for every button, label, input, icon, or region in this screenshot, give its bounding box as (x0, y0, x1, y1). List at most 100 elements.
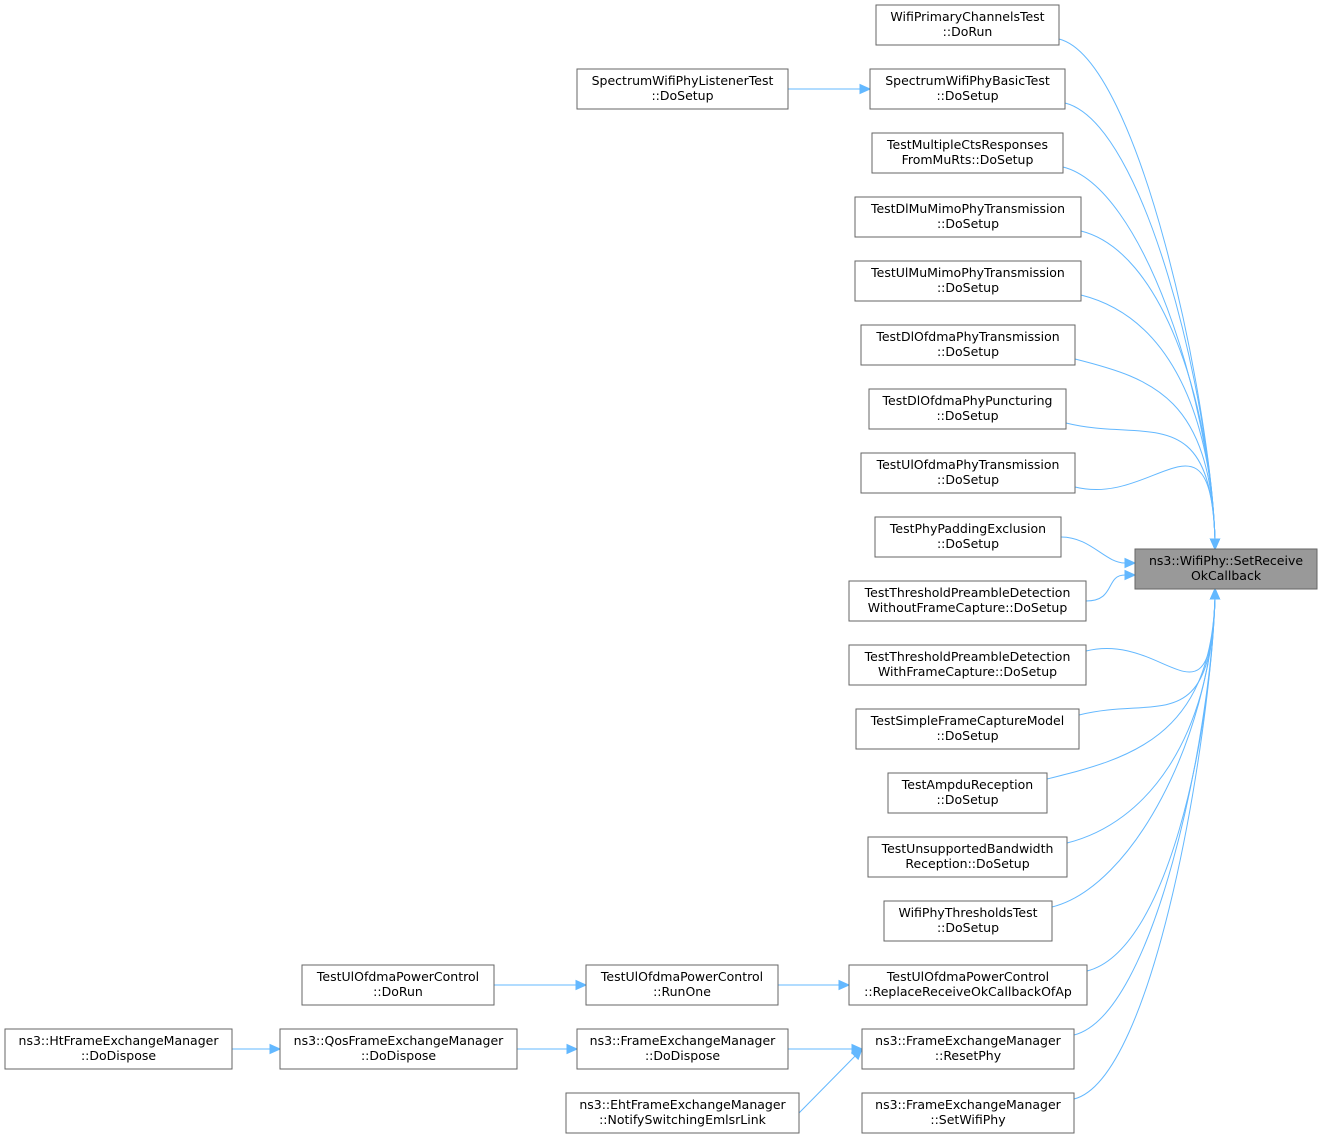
node-specBasic[interactable]: SpectrumWifiPhyBasicTest::DoSetup (869, 68, 1066, 110)
node-box (1134, 548, 1318, 590)
node-label-line: WifiPrimaryChannelsTest (890, 9, 1044, 24)
node-label-line: TestThresholdPreambleDetection (864, 585, 1071, 600)
node-dlMuMimo[interactable]: TestDlMuMimoPhyTransmission::DoSetup (854, 196, 1082, 238)
edge-arrowhead (566, 1043, 579, 1055)
node-label-line: ::DoSetup (937, 536, 999, 551)
node-label-line: ns3::FrameExchangeManager (875, 1033, 1061, 1048)
node-ulMuMimo[interactable]: TestUlMuMimoPhyTransmission::DoSetup (854, 260, 1082, 302)
edge-femDispose-to-femResetPhy (788, 1043, 864, 1055)
node-label-line: ::DoDispose (81, 1048, 156, 1063)
edge-line (1060, 536, 1126, 564)
edge-htDispose-to-qosDispose (232, 1043, 282, 1055)
node-label-line: TestUlMuMimoPhyTransmission (870, 265, 1065, 280)
node-label-line: TestDlOfdmaPhyTransmission (875, 329, 1059, 344)
node-femResetPhy[interactable]: ns3::FrameExchangeManager::ResetPhy (861, 1028, 1075, 1070)
node-label-line: ns3::FrameExchangeManager (875, 1097, 1061, 1112)
node-box (854, 196, 1082, 238)
edge-line (1074, 465, 1216, 540)
node-box (854, 260, 1082, 302)
edge-arrowhead (575, 979, 588, 991)
node-femSetPhy[interactable]: ns3::FrameExchangeManager::SetWifiPhy (861, 1092, 1075, 1134)
node-label-line: TestMultipleCtsResponses (886, 137, 1048, 152)
node-label-line: ::ResetPhy (935, 1048, 1002, 1063)
node-label-line: TestUlOfdmaPowerControl (600, 969, 763, 984)
edge-dlMuMimo-to-target (1080, 230, 1221, 551)
node-label-line: FromMuRts::DoSetup (902, 152, 1034, 167)
node-ampdu[interactable]: TestAmpduReception::DoSetup (887, 772, 1048, 814)
edge-ehtEmlsr-to-femResetPhy (798, 1048, 863, 1114)
node-specListener[interactable]: SpectrumWifiPhyListenerTest::DoSetup (576, 68, 789, 110)
node-femDispose[interactable]: ns3::FrameExchangeManager::DoDispose (576, 1028, 789, 1070)
edge-threshNoCap-to-target (1085, 569, 1137, 602)
edge-line (1073, 598, 1216, 1100)
node-ehtEmlsr[interactable]: ns3::EhtFrameExchangeManager::NotifySwit… (565, 1092, 800, 1134)
node-ulPcRunOne[interactable]: TestUlOfdmaPowerControl::RunOne (585, 964, 779, 1006)
node-wifiPrimary[interactable]: WifiPrimaryChannelsTest::DoRun (875, 4, 1060, 46)
node-box (869, 68, 1066, 110)
node-qosDispose[interactable]: ns3::QosFrameExchangeManager::DoDispose (279, 1028, 518, 1070)
node-simpleCap[interactable]: TestSimpleFrameCaptureModel::DoSetup (855, 708, 1080, 750)
edge-threshCap-to-target (1085, 587, 1221, 673)
node-label-line: ::DoSetup (936, 408, 998, 423)
node-label-line: ::DoSetup (937, 344, 999, 359)
node-box (565, 1092, 800, 1134)
node-label-line: TestUlOfdmaPhyTransmission (876, 457, 1060, 472)
node-label-line: ::DoSetup (936, 88, 998, 103)
node-box (848, 964, 1088, 1006)
node-label-line: ::RunOne (653, 984, 711, 999)
node-phyPadding[interactable]: TestPhyPaddingExclusion::DoSetup (874, 516, 1062, 558)
node-label-line: TestAmpduReception (901, 777, 1033, 792)
node-dlOfdmaPunct[interactable]: TestDlOfdmaPhyPuncturing::DoSetup (868, 388, 1067, 430)
node-label-line: ::NotifySwitchingEmlsrLink (599, 1112, 767, 1127)
node-label-line: WithoutFrameCapture::DoSetup (868, 600, 1068, 615)
node-label-line: ns3::WifiPhy::SetReceive (1149, 553, 1303, 568)
edge-ulPcRunOne-to-ulPcReplace (778, 979, 851, 991)
node-threshNoCap[interactable]: TestThresholdPreambleDetectionWithoutFra… (848, 580, 1087, 622)
node-threshCap[interactable]: TestThresholdPreambleDetectionWithFrameC… (848, 644, 1087, 686)
edge-arrowhead (1209, 538, 1221, 551)
node-label-line: ::DoSetup (936, 728, 998, 743)
node-label-line: ::DoSetup (936, 792, 998, 807)
node-box (576, 68, 789, 110)
node-label-line: SpectrumWifiPhyBasicTest (885, 73, 1050, 88)
node-box (279, 1028, 518, 1070)
node-label-line: ::DoSetup (651, 88, 713, 103)
edge-line (1080, 294, 1216, 540)
node-box (860, 324, 1076, 366)
node-box (860, 452, 1076, 494)
node-label-line: ::DoDispose (361, 1048, 436, 1063)
node-box (861, 1092, 1075, 1134)
node-ulPcReplace[interactable]: TestUlOfdmaPowerControl::ReplaceReceiveO… (848, 964, 1088, 1006)
edge-line (1062, 166, 1216, 540)
edge-qosDispose-to-femDispose (517, 1043, 579, 1055)
edge-arrowhead (850, 1048, 863, 1061)
node-ulPcDoRun[interactable]: TestUlOfdmaPowerControl::DoRun (301, 964, 495, 1006)
node-phyThresh[interactable]: WifiPhyThresholdsTest::DoSetup (883, 900, 1053, 942)
node-ulOfdmaTx[interactable]: TestUlOfdmaPhyTransmission::DoSetup (860, 452, 1076, 494)
edge-arrowhead (1124, 569, 1137, 581)
node-label-line: TestDlOfdmaPhyPuncturing (882, 393, 1053, 408)
node-label-line: OkCallback (1191, 568, 1262, 583)
node-htDispose[interactable]: ns3::HtFrameExchangeManager::DoDispose (4, 1028, 233, 1070)
edge-line (798, 1055, 856, 1114)
node-dlOfdmaTx[interactable]: TestDlOfdmaPhyTransmission::DoSetup (860, 324, 1076, 366)
node-box (868, 388, 1067, 430)
node-label-line: ns3::EhtFrameExchangeManager (579, 1097, 786, 1112)
node-unsupBw[interactable]: TestUnsupportedBandwidthReception::DoSet… (867, 836, 1068, 878)
node-label-line: TestUlOfdmaPowerControl (886, 969, 1049, 984)
node-label-line: ns3::QosFrameExchangeManager (294, 1033, 504, 1048)
edge-line (1065, 422, 1216, 540)
node-box (848, 580, 1087, 622)
node-label-line: ns3::FrameExchangeManager (590, 1033, 776, 1048)
node-label-line: ::DoRun (373, 984, 423, 999)
node-label-line: ::DoSetup (937, 280, 999, 295)
node-label-line: WifiPhyThresholdsTest (898, 905, 1037, 920)
edge-line (1073, 598, 1216, 1036)
node-label-line: ::DoRun (943, 24, 993, 39)
node-box (855, 708, 1080, 750)
node-box (576, 1028, 789, 1070)
node-multiCts[interactable]: TestMultipleCtsResponsesFromMuRts::DoSet… (871, 132, 1064, 174)
node-label-line: ::DoSetup (937, 216, 999, 231)
